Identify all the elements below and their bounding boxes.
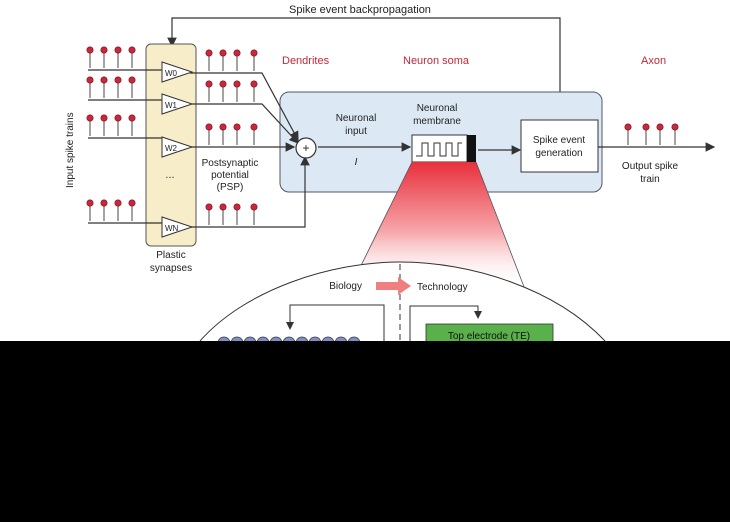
diagram-canvas: Spike event backpropagation Input spike … (65, 4, 716, 350)
zoom-ellipse (199, 261, 606, 342)
spike-head (250, 123, 258, 131)
spike-head (114, 46, 122, 54)
neuronal-input-label-2: input (345, 126, 367, 137)
weight-wn-label: WN (165, 224, 179, 233)
spike-head (128, 46, 136, 54)
diagram-panel: Spike event backpropagation Input spike … (0, 0, 730, 350)
spike-head (250, 203, 258, 211)
neuronal-input-label-1: Neuronal (336, 113, 377, 124)
spike-head (250, 49, 258, 57)
weight-w1-label: W1 (165, 101, 178, 110)
spike-head (100, 114, 108, 122)
biology-tech-arrow (376, 277, 411, 295)
spike-head (100, 199, 108, 207)
psp-label-3: (PSP) (217, 182, 244, 193)
spike-head (114, 114, 122, 122)
backprop-label: Spike event backpropagation (289, 4, 431, 16)
cropped-region (0, 341, 730, 522)
spike-head (250, 80, 258, 88)
weight-w2-label: W2 (165, 144, 178, 153)
weight-wn (161, 216, 194, 238)
spike-head (86, 199, 94, 207)
spike-head (100, 76, 108, 84)
zoom-cone-edge-right (475, 161, 527, 293)
zoom-cone (348, 162, 525, 290)
weight-w0 (161, 61, 194, 83)
membrane-bar (467, 135, 476, 162)
spike-head (233, 80, 241, 88)
spike-head (205, 49, 213, 57)
input-rows (88, 69, 716, 228)
dendrites-header: Dendrites (282, 55, 330, 67)
summation-plus: + (302, 141, 309, 155)
weight-w2 (161, 136, 194, 158)
spike-head (219, 203, 227, 211)
spike-gen-label-2: generation (535, 148, 582, 159)
spike-head (233, 49, 241, 57)
soma-header: Neuron soma (403, 55, 470, 67)
spike-head (642, 123, 650, 131)
weight-triangles (161, 61, 194, 238)
synapses-label-1: Plastic (156, 250, 185, 261)
spike-markers (86, 46, 679, 225)
spike-head (114, 76, 122, 84)
axon-header: Axon (641, 55, 666, 67)
spike-head (219, 49, 227, 57)
psp-label-2: potential (211, 170, 249, 181)
summation-node (295, 137, 317, 159)
spike-gen-label-1: Spike event (533, 135, 585, 146)
spike-head (219, 123, 227, 131)
spike-head (86, 114, 94, 122)
spike-head (624, 123, 632, 131)
membrane-waveform (416, 142, 462, 157)
membrane-label-2: membrane (413, 116, 461, 127)
spike-head (671, 123, 679, 131)
biology-label: Biology (329, 281, 362, 292)
membrane-label-1: Neuronal (417, 103, 458, 114)
psp-label-1: Postsynaptic (202, 158, 259, 169)
spike-head (128, 76, 136, 84)
spike-head (86, 76, 94, 84)
spike-head (656, 123, 664, 131)
spike-head (205, 80, 213, 88)
spike-head (128, 199, 136, 207)
input-trains-label: Input spike trains (65, 112, 76, 188)
output-label-1: Output spike (622, 161, 679, 172)
spike-head (233, 123, 241, 131)
spike-head (114, 199, 122, 207)
output-label-2: train (640, 174, 659, 185)
spike-head (86, 46, 94, 54)
synapse-ellipsis: ... (165, 169, 174, 181)
spike-head (233, 203, 241, 211)
technology-label: Technology (417, 282, 468, 293)
spike-head (128, 114, 136, 122)
biology-bracket (286, 304, 385, 341)
spike-gen-box (520, 119, 599, 173)
spike-head (205, 123, 213, 131)
weight-w0-label: W0 (165, 69, 178, 78)
spike-head (219, 80, 227, 88)
backprop-line (167, 17, 561, 120)
spike-head (205, 203, 213, 211)
spike-head (100, 46, 108, 54)
input-symbol: I (355, 157, 358, 168)
tech-bracket (409, 305, 482, 341)
synapses-label-2: synapses (150, 263, 192, 274)
top-electrode-label: Top electrode (TE) (448, 331, 530, 341)
weight-w1 (161, 93, 194, 115)
